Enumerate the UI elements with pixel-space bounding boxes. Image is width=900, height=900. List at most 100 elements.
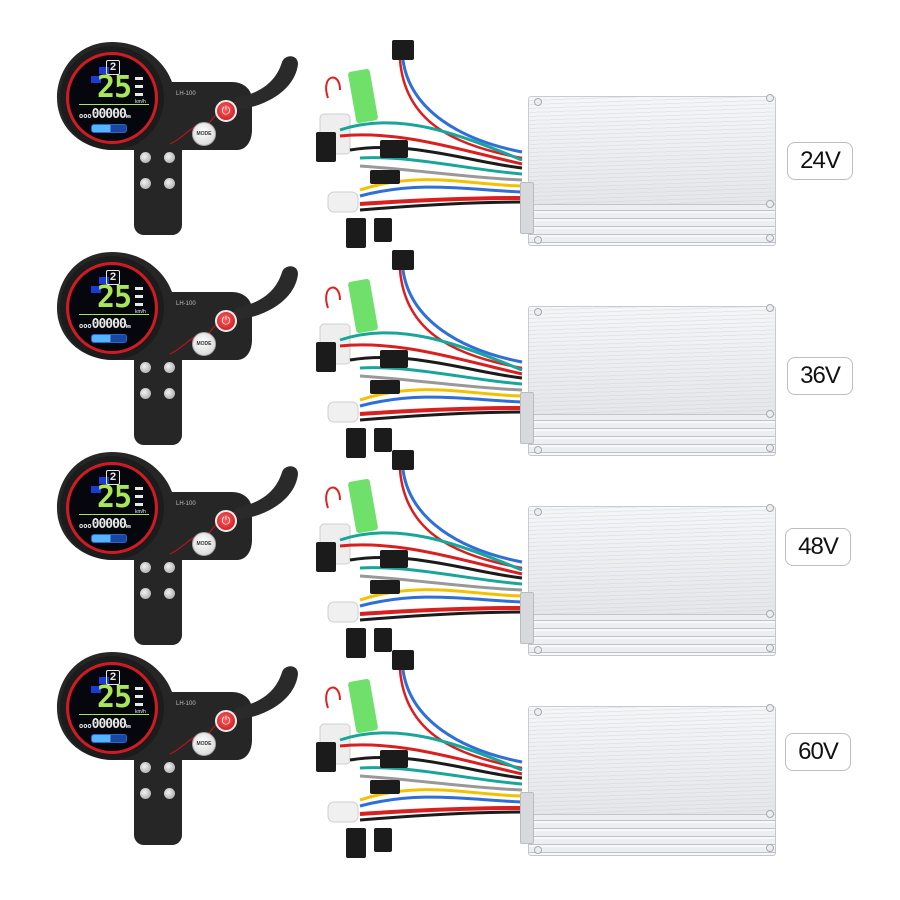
lcd-screen: 2 25 km/h ooo00000km bbox=[66, 462, 158, 554]
screw-icon bbox=[766, 610, 774, 618]
voltage-label: 60V bbox=[785, 733, 851, 771]
mode-button[interactable]: MODE bbox=[192, 122, 216, 146]
bolt-icon bbox=[140, 588, 151, 599]
screw-icon bbox=[534, 646, 542, 654]
thumb-throttle-lever[interactable] bbox=[232, 464, 302, 520]
wiring-harness bbox=[316, 450, 523, 658]
pas-level: 2 bbox=[106, 470, 120, 485]
bolt-icon bbox=[164, 152, 175, 163]
controller-heatsink-top bbox=[528, 306, 776, 418]
screw-icon bbox=[766, 844, 774, 852]
bolt-icon bbox=[140, 362, 151, 373]
controller-heatsink-top bbox=[528, 706, 776, 818]
lcd-thumb-throttle: 2 25 km/h ooo00000km LH-100 ⏻ MODE bbox=[52, 650, 312, 850]
lcd-thumb-throttle: 2 25 km/h ooo00000km LH-100 ⏻ MODE bbox=[52, 450, 312, 650]
screw-icon bbox=[534, 308, 542, 316]
voltage-label: 24V bbox=[787, 142, 853, 180]
bolt-icon bbox=[164, 362, 175, 373]
lcd-divider bbox=[79, 314, 149, 315]
speed-readout: 25 bbox=[97, 680, 132, 715]
bolt-icon bbox=[164, 788, 175, 799]
motor-controller-box bbox=[520, 504, 778, 658]
lcd-screen: 2 25 km/h ooo00000km bbox=[66, 52, 158, 144]
screw-icon bbox=[766, 94, 774, 102]
odometer: ooo00000km bbox=[79, 717, 131, 732]
screw-icon bbox=[534, 236, 542, 244]
screw-icon bbox=[534, 846, 542, 854]
lcd-divider bbox=[79, 714, 149, 715]
motor-controller-box bbox=[520, 304, 778, 458]
motor-controller-box bbox=[520, 704, 778, 858]
screw-icon bbox=[766, 234, 774, 242]
controller-heatsink-top bbox=[528, 96, 776, 208]
signal-ticks bbox=[135, 687, 143, 711]
speed-unit: km/h bbox=[135, 509, 146, 515]
power-button[interactable]: ⏻ bbox=[215, 100, 237, 122]
mode-button[interactable]: MODE bbox=[192, 532, 216, 556]
controller-heatsink-fins bbox=[528, 614, 776, 656]
screw-icon bbox=[766, 504, 774, 512]
bolt-icon bbox=[164, 562, 175, 573]
power-button[interactable]: ⏻ bbox=[215, 710, 237, 732]
mode-button[interactable]: MODE bbox=[192, 332, 216, 356]
model-label: LH-100 bbox=[176, 91, 196, 97]
wiring-harness bbox=[316, 250, 523, 458]
controller-kit-row-24v: 2 25 km/h ooo00000km LH-100 ⏻ MODE bbox=[0, 40, 900, 250]
screw-icon bbox=[534, 98, 542, 106]
battery-icon bbox=[91, 124, 127, 133]
speed-unit: km/h bbox=[135, 309, 146, 315]
thumb-throttle-lever[interactable] bbox=[232, 664, 302, 720]
speed-unit: km/h bbox=[135, 709, 146, 715]
bolt-icon bbox=[140, 562, 151, 573]
controller-heatsink-top bbox=[528, 506, 776, 618]
screw-icon bbox=[766, 704, 774, 712]
screw-icon bbox=[766, 644, 774, 652]
battery-icon bbox=[91, 734, 127, 743]
speed-readout: 25 bbox=[97, 480, 132, 515]
power-button[interactable]: ⏻ bbox=[215, 510, 237, 532]
screw-icon bbox=[534, 508, 542, 516]
controller-cable-grommet bbox=[520, 792, 534, 844]
handlebar-clamp bbox=[134, 750, 182, 845]
odometer: ooo00000km bbox=[79, 107, 131, 122]
mode-button[interactable]: MODE bbox=[192, 732, 216, 756]
odometer: ooo00000km bbox=[79, 517, 131, 532]
signal-ticks bbox=[135, 287, 143, 311]
wiring-harness bbox=[316, 650, 523, 858]
handlebar-clamp bbox=[134, 140, 182, 235]
controller-heatsink-fins bbox=[528, 204, 776, 246]
model-label: LH-100 bbox=[176, 501, 196, 507]
thumb-throttle-lever[interactable] bbox=[232, 54, 302, 110]
lcd-screen: 2 25 km/h ooo00000km bbox=[66, 262, 158, 354]
screw-icon bbox=[534, 446, 542, 454]
battery-icon bbox=[91, 534, 127, 543]
model-label: LH-100 bbox=[176, 301, 196, 307]
controller-cable-grommet bbox=[520, 592, 534, 644]
lcd-thumb-throttle: 2 25 km/h ooo00000km LH-100 ⏻ MODE bbox=[52, 250, 312, 450]
bolt-icon bbox=[140, 388, 151, 399]
handlebar-clamp bbox=[134, 350, 182, 445]
controller-kit-row-60v: 2 25 km/h ooo00000km LH-100 ⏻ MODE bbox=[0, 650, 900, 860]
handlebar-clamp bbox=[134, 550, 182, 645]
lcd-divider bbox=[79, 104, 149, 105]
controller-heatsink-fins bbox=[528, 414, 776, 456]
bolt-icon bbox=[140, 788, 151, 799]
signal-ticks bbox=[135, 487, 143, 511]
controller-kit-row-36v: 2 25 km/h ooo00000km LH-100 ⏻ MODE bbox=[0, 250, 900, 460]
signal-ticks bbox=[135, 77, 143, 101]
pas-level: 2 bbox=[106, 60, 120, 75]
speed-readout: 25 bbox=[97, 280, 132, 315]
controller-kit-row-48v: 2 25 km/h ooo00000km LH-100 ⏻ MODE bbox=[0, 450, 900, 660]
bolt-icon bbox=[140, 152, 151, 163]
thumb-throttle-lever[interactable] bbox=[232, 264, 302, 320]
lcd-divider bbox=[79, 514, 149, 515]
wiring-harness bbox=[316, 40, 523, 248]
model-label: LH-100 bbox=[176, 701, 196, 707]
speed-unit: km/h bbox=[135, 99, 146, 105]
power-button[interactable]: ⏻ bbox=[215, 310, 237, 332]
odometer: ooo00000km bbox=[79, 317, 131, 332]
screw-icon bbox=[766, 444, 774, 452]
bolt-icon bbox=[164, 388, 175, 399]
screw-icon bbox=[766, 810, 774, 818]
voltage-label: 36V bbox=[787, 357, 853, 395]
